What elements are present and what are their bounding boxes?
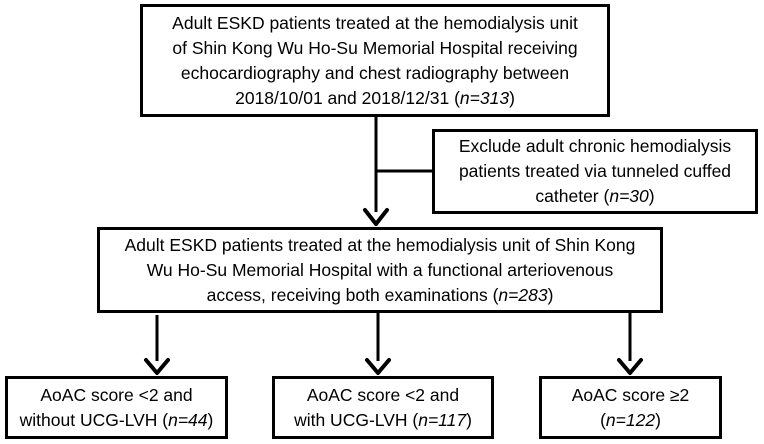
box-group-aoac: AoAC score ≥2 (n=122) (539, 376, 722, 439)
arrowhead-to-middle (363, 208, 389, 226)
group2-n-count: n=117 (418, 409, 467, 430)
middle-n-count: n=283 (498, 284, 548, 305)
group3-line-2-prefix: ( (600, 409, 606, 430)
box-study-population: Adult ESKD patients treated at the hemod… (140, 4, 610, 117)
top-n-count: n=313 (459, 87, 510, 108)
group2-line-1: AoAC score <2 and (306, 384, 460, 405)
exclude-line-2: patients treated via tunneled cuffed (458, 161, 732, 181)
arrowhead-to-group2 (365, 358, 391, 375)
top-line-1: Adult ESKD patients treated at the hemod… (172, 12, 578, 33)
group1-line-2-suffix: ) (207, 409, 214, 430)
group3-n-count: n=122 (605, 409, 656, 430)
group3-line-1: AoAC score ≥2 (571, 384, 690, 405)
top-line-2: of Shin Kong Wu Ho-Su Memorial Hospital … (172, 37, 578, 58)
box-group-no-aoac-no-lvh: AoAC score <2 and without UCG-LVH (n=44) (5, 376, 228, 439)
group1-line-2-prefix: without UCG-LVH ( (19, 409, 169, 430)
arrowhead-to-group3 (617, 358, 643, 375)
exclude-line-1: Exclude adult chronic hemodialysis (458, 136, 732, 156)
middle-line-3-prefix: access, receiving both examinations ( (206, 284, 499, 305)
arrowhead-to-group1 (144, 358, 170, 375)
top-line-4-suffix: ) (509, 87, 515, 108)
box-exclusion: Exclude adult chronic hemodialysis patie… (432, 129, 758, 214)
box-group-no-aoac-with-lvh: AoAC score <2 and with UCG-LVH (n=117) (272, 376, 494, 439)
middle-line-3-suffix: ) (547, 284, 554, 305)
top-line-3: echocardiography and chest radiography b… (180, 62, 570, 83)
exclude-n-count: n=30 (609, 186, 649, 206)
middle-line-1: Adult ESKD patients treated at the hemod… (124, 234, 636, 255)
group2-line-2-prefix: with UCG-LVH ( (294, 409, 419, 430)
group1-line-1: AoAC score <2 and (40, 384, 193, 405)
middle-line-2: Wu Ho-Su Memorial Hospital with a functi… (146, 259, 614, 280)
top-line-4-prefix: 2018/10/01 and 2018/12/31 ( (235, 87, 460, 108)
group2-line-2-suffix: ) (466, 409, 472, 430)
group1-n-count: n=44 (168, 409, 208, 430)
exclude-line-3-prefix: catheter ( (535, 186, 610, 206)
exclude-line-3-suffix: ) (648, 186, 655, 206)
group3-line-2-suffix: ) (655, 409, 661, 430)
box-eligible-population: Adult ESKD patients treated at the hemod… (97, 227, 663, 313)
